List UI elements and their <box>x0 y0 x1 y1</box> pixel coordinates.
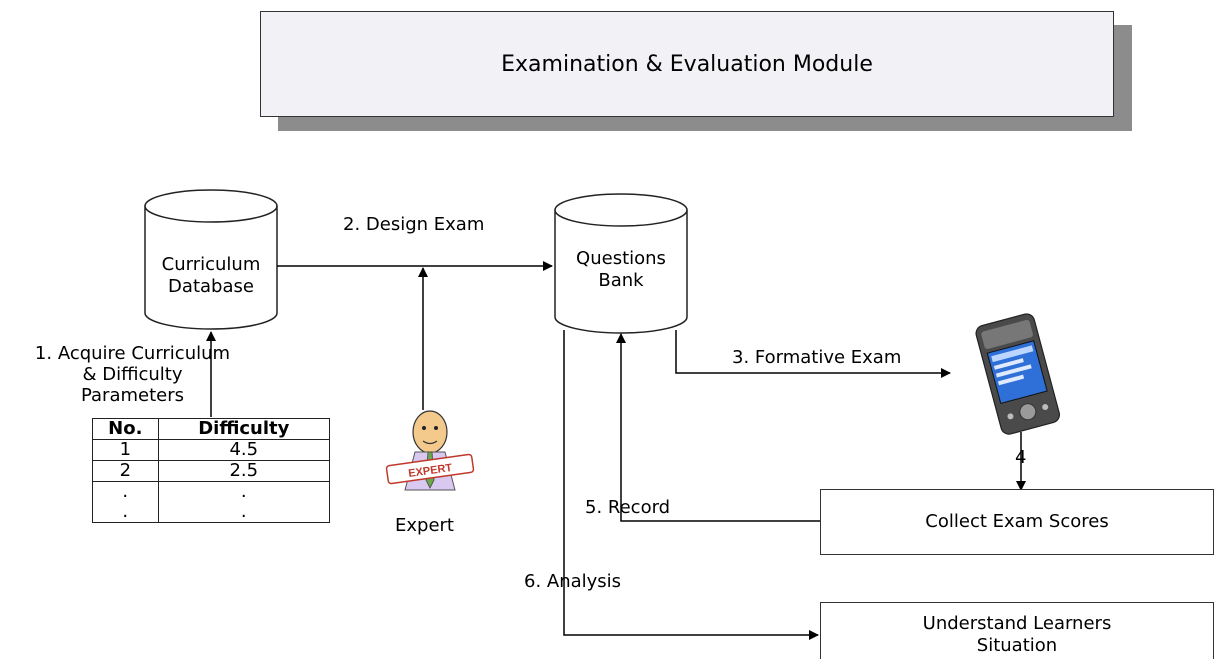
collect-exam-scores-box: Collect Exam Scores <box>820 489 1214 555</box>
table-cell-no: 2 <box>92 460 159 482</box>
table-row: . . <box>92 502 331 523</box>
table-cell-no: . <box>92 481 159 502</box>
questions-bank-cylinder <box>554 193 688 334</box>
table-row: . . <box>92 481 331 502</box>
table-cell-no: . <box>92 502 159 523</box>
table-header-no: No. <box>92 418 159 440</box>
difficulty-table: No. Difficulty 1 4.5 2 2.5 . . . . <box>92 418 331 523</box>
step-5-label: 5. Record <box>585 497 671 518</box>
step-3-label: 3. Formative Exam <box>732 347 902 368</box>
curriculum-database-label: Curriculum Database <box>161 254 261 297</box>
arrow-record <box>616 333 820 522</box>
table-cell-difficulty: 2.5 <box>157 460 331 482</box>
arrow-analysis <box>563 330 819 640</box>
questions-bank-label: Questions Bank <box>576 248 666 291</box>
table-cell-no: 1 <box>92 439 159 461</box>
understand-learners-box: Understand Learners Situation <box>820 602 1214 659</box>
table-header-row: No. Difficulty <box>92 418 331 440</box>
table-cell-difficulty: . <box>157 481 331 502</box>
module-title: Examination & Evaluation Module <box>501 51 873 77</box>
collect-exam-scores-label: Collect Exam Scores <box>925 511 1109 532</box>
curriculum-database-cylinder <box>144 189 278 330</box>
arrow-formative-exam <box>675 330 951 378</box>
table-row: 2 2.5 <box>92 460 331 482</box>
step-6-label: 6. Analysis <box>524 571 622 592</box>
table-cell-difficulty: . <box>157 502 331 523</box>
step-2-label: 2. Design Exam <box>343 214 485 235</box>
pda-handheld-icon <box>975 313 1061 435</box>
module-title-box: Examination & Evaluation Module <box>260 11 1114 117</box>
table-cell-difficulty: 4.5 <box>157 439 331 461</box>
step-1-label: 1. Acquire Curriculum & Difficulty Param… <box>34 343 231 406</box>
table-row: 1 4.5 <box>92 439 331 461</box>
expert-label: Expert <box>395 515 454 536</box>
step-4-label: 4 <box>1015 447 1027 468</box>
table-header-difficulty: Difficulty <box>157 418 331 440</box>
understand-learners-label: Understand Learners Situation <box>922 613 1112 656</box>
expert-person-icon: EXPERT <box>385 410 475 491</box>
